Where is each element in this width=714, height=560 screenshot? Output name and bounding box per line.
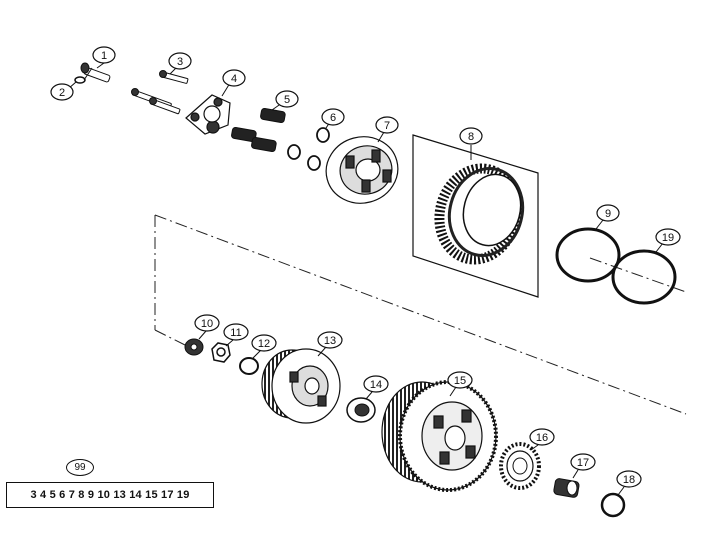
svg-text:8: 8 bbox=[468, 131, 474, 143]
callout-6: 6 bbox=[321, 108, 345, 126]
svg-text:2: 2 bbox=[59, 87, 65, 99]
callout-19: 19 bbox=[655, 228, 681, 246]
svg-text:15: 15 bbox=[454, 375, 466, 387]
kit-contents-text: 3 4 5 6 7 8 9 10 13 14 15 17 19 bbox=[30, 489, 190, 501]
callout-11: 11 bbox=[223, 323, 249, 341]
svg-text:14: 14 bbox=[370, 379, 382, 391]
callouts: 1 2 3 4 5 6 7 8 9 19 10 11 12 13 14 15 1… bbox=[50, 46, 681, 488]
callout-1: 1 bbox=[92, 46, 116, 64]
svg-text:12: 12 bbox=[258, 338, 270, 350]
part-10-bearing bbox=[184, 338, 204, 356]
svg-text:5: 5 bbox=[284, 94, 290, 106]
svg-text:6: 6 bbox=[330, 112, 336, 124]
svg-text:17: 17 bbox=[577, 457, 589, 469]
svg-text:1: 1 bbox=[101, 50, 107, 62]
kit-callout-label: 99 bbox=[74, 462, 86, 473]
callout-10: 10 bbox=[194, 314, 220, 332]
part-18-washer bbox=[600, 492, 626, 518]
svg-text:4: 4 bbox=[231, 73, 237, 85]
svg-text:13: 13 bbox=[324, 335, 336, 347]
part-12-washer bbox=[239, 357, 259, 375]
part-16-sprocket bbox=[499, 442, 541, 490]
callout-14: 14 bbox=[363, 375, 389, 393]
svg-text:3: 3 bbox=[177, 56, 183, 68]
callout-16: 16 bbox=[529, 428, 555, 446]
part-15-clutch-basket bbox=[381, 380, 498, 492]
callout-17: 17 bbox=[570, 453, 596, 471]
callout-18: 18 bbox=[616, 470, 642, 488]
part-3-bolts bbox=[131, 70, 189, 115]
callout-7: 7 bbox=[375, 116, 399, 134]
part-6-washers bbox=[287, 127, 330, 171]
svg-text:19: 19 bbox=[662, 232, 674, 244]
callout-13: 13 bbox=[317, 331, 343, 349]
svg-text:10: 10 bbox=[201, 318, 213, 330]
callout-5: 5 bbox=[275, 90, 299, 108]
svg-text:7: 7 bbox=[384, 120, 390, 132]
part-17-needle-bearing bbox=[553, 478, 580, 498]
part-14-thrust-washer bbox=[346, 397, 376, 423]
part-19-ring bbox=[611, 249, 677, 305]
callout-8: 8 bbox=[459, 127, 483, 145]
callout-4: 4 bbox=[222, 69, 246, 87]
axis-lines bbox=[154, 214, 687, 415]
svg-text:16: 16 bbox=[536, 432, 548, 444]
part-9-ring bbox=[555, 227, 621, 283]
part-7-clutch-hub bbox=[325, 136, 399, 204]
part-8-clutch-plate-set bbox=[412, 134, 539, 298]
part-2-washer bbox=[74, 76, 86, 84]
part-11-nut bbox=[211, 342, 231, 363]
part-5-springs bbox=[231, 107, 286, 153]
callout-3: 3 bbox=[168, 52, 192, 70]
callout-12: 12 bbox=[251, 334, 277, 352]
part-1-bolt bbox=[80, 62, 111, 83]
callout-2: 2 bbox=[50, 83, 74, 101]
kit-contents-box: 3 4 5 6 7 8 9 10 13 14 15 17 19 bbox=[6, 482, 214, 508]
callout-15: 15 bbox=[447, 371, 473, 389]
callout-9: 9 bbox=[596, 204, 620, 222]
kit-callout-99: 99 bbox=[66, 459, 94, 476]
svg-text:9: 9 bbox=[605, 208, 611, 220]
svg-text:18: 18 bbox=[623, 474, 635, 486]
part-4-pressure-plate bbox=[185, 94, 231, 135]
svg-text:11: 11 bbox=[230, 327, 241, 339]
part-13-primary-gear bbox=[261, 348, 341, 424]
